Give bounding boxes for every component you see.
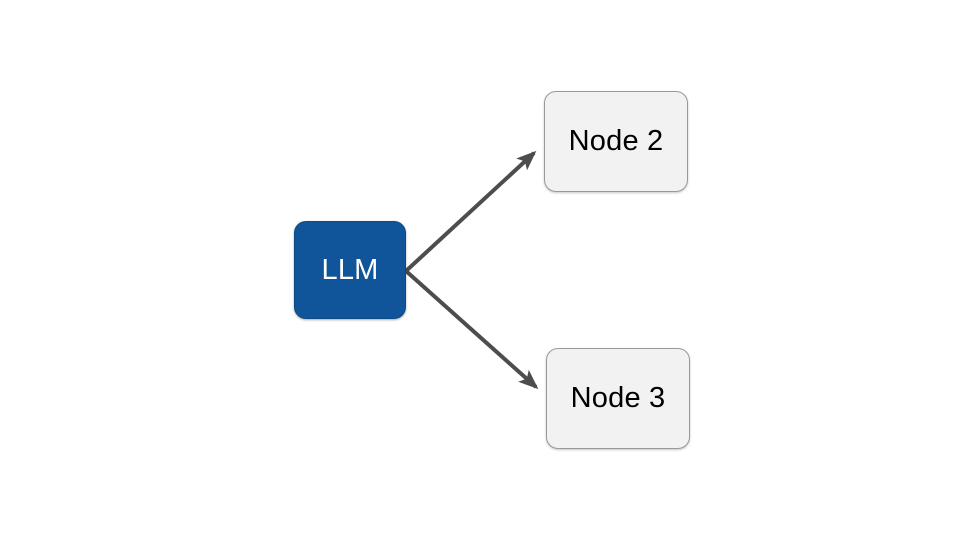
node-llm[interactable]: LLM [294,221,406,319]
node-llm-label: LLM [321,253,379,286]
edge-llm-to-node3 [404,269,539,390]
edge-llm-to-node3-line [404,269,539,390]
node-node2[interactable]: Node 2 [544,91,688,192]
edge-llm-to-node2 [404,150,537,273]
node-node3-label: Node 3 [570,382,666,414]
node-node3[interactable]: Node 3 [546,348,690,449]
edge-llm-to-node2-line [404,150,537,273]
node-node2-label: Node 2 [568,125,664,157]
